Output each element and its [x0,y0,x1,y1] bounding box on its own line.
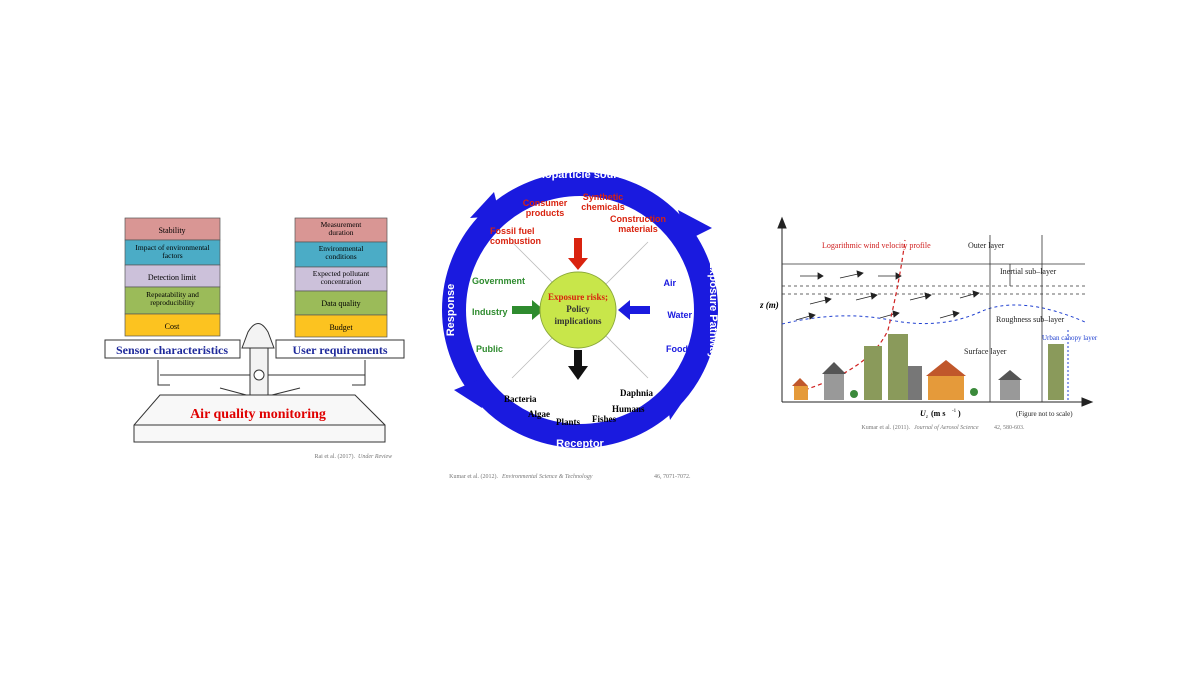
inertial-sublayer-label: Inertial sub–layer [1000,267,1057,276]
source-synthetic: Synthetic chemicals [581,192,625,212]
source-consumer: Consumer products [522,198,568,218]
layer-lines [782,263,1085,295]
boundary-citation: Kumar et al. (2011). Journal of Aerosol … [861,424,1025,431]
svg-text:Kumar et al. (2011).: Kumar et al. (2011). [861,424,910,431]
sensor-characteristics-box [104,339,241,359]
svg-text:U: U [920,409,927,418]
stack-label-concentration: Expected pollutant concentration [312,269,370,286]
receptor-plants: Plants [556,417,581,427]
canopy-layer-label: Urban canopy layer [1042,334,1098,342]
svg-text:Kumar et al. (2012).: Kumar et al. (2012). [449,473,498,480]
ring-label-left: Response [445,284,457,337]
stack-label-env: Impact of environmental factors [135,243,210,260]
svg-text:Exposure risks;: Exposure risks; [548,292,608,302]
center-text: Exposure risks; Policy implications [548,292,608,326]
ring-arrow-bottom-left [454,380,482,408]
arrow-right-green [532,300,544,320]
cycle-svg: Nanoparticle sources Receptor Exposure P… [442,169,719,480]
pathway-air: Air [663,278,676,288]
ring-label-bottom: Receptor [556,438,604,450]
urban-boundary-layer-diagram: z (m) [759,140,1115,535]
svg-text:46, 7071-7072.: 46, 7071-7072. [654,474,691,480]
nanoparticle-cycle-diagram: Nanoparticle sources Receptor Exposure P… [430,140,750,490]
source-fossil: Fossil fuel combustion [490,226,541,246]
svg-text:): ) [958,409,961,418]
svg-text:Environmental Science & Techno: Environmental Science & Technology [501,474,593,480]
axes [777,216,1094,407]
user-requirements-title: User requirements [293,343,388,357]
ring-label-right: Exposure Pathway [707,261,719,360]
response-government: Government [472,276,525,286]
right-stack: Measurement duration Environmental condi… [294,217,388,338]
balance-svg: Stability Impact of environmental factor… [104,217,405,460]
air-quality-balance-diagram: Stability Impact of environmental factor… [100,200,410,500]
receptor-algae: Algae [528,409,550,419]
x-axis-label: U z (m s -1 ) [920,409,961,420]
stack-label-budget: Budget [329,323,353,332]
air-quality-monitoring-title: Air quality monitoring [190,407,326,422]
source-construction: Construction materials [610,214,666,234]
not-to-scale-note: (Figure not to scale) [1016,410,1073,418]
svg-text:z: z [925,415,928,420]
stack-box-quality [294,290,388,316]
stack-label-cost: Cost [165,322,180,331]
pathway-food: Food [666,344,688,354]
user-requirements-box [275,339,405,359]
ring-arrow-bottom-right [666,388,692,420]
left-stack: Stability Impact of environmental factor… [124,217,221,337]
stack-label-quality: Data quality [321,299,360,308]
stack-box-env [124,239,221,266]
sensor-characteristics-title: Sensor characteristics [116,343,228,357]
arrow-down-black [568,366,588,380]
y-axis-label: z (m) [760,300,779,310]
stack-label-duration: Measurement duration [320,220,362,237]
wind-arrows [795,270,980,321]
receptor-humans: Humans [612,404,645,414]
svg-text:Rai et al. (2017).: Rai et al. (2017). [315,453,356,460]
response-public: Public [476,344,503,354]
log-profile-label: Logarithmic wind velocity profile [822,241,931,250]
response-industry: Industry [472,307,508,317]
svg-text:42, 580-603.: 42, 580-603. [994,425,1025,431]
boundary-svg: z (m) [759,216,1098,431]
svg-text:-1: -1 [952,409,957,414]
ring-arrow-top-left [470,192,500,218]
canopy-line [781,304,1086,325]
cycle-citation: Kumar et al. (2012). Environmental Scien… [449,473,691,480]
stack-box-repeat [124,286,221,315]
svg-text:Policy: Policy [566,304,590,314]
scale-structure [133,323,386,443]
center-circle [539,271,617,349]
ring-label-top: Nanoparticle sources [524,169,636,181]
stack-label-detection: Detection limit [148,273,197,282]
arrow-down-red [568,258,588,270]
receptor-daphnia: Daphnia [620,388,654,398]
log-profile-curve [797,239,906,393]
surface-layer-label: Surface layer [964,347,1007,356]
receptors-group: Bacteria Algae Plants Fishes Humans Daph… [504,388,654,427]
stack-box-budget [294,314,388,338]
stack-label-repeat: Repeatability and reproducibility [146,290,199,307]
stack-box-cost [124,313,221,337]
outer-layer-label: Outer layer [968,241,1005,250]
stack-label-conditions: Environmental conditions [318,244,364,261]
svg-text:Under Review: Under Review [358,454,392,460]
receptor-bacteria: Bacteria [504,394,537,404]
arrow-left-blue [618,300,630,320]
cycle-ring [442,172,718,448]
receptor-fishes: Fishes [592,414,617,424]
pathway-water: Water [667,310,692,320]
roughness-sublayer-label: Roughness sub–layer [996,315,1065,324]
center-arrows [512,238,650,380]
city-buildings [792,334,1064,400]
svg-text:Journal of Aerosol Science: Journal of Aerosol Science [914,424,979,431]
svg-text:(m s: (m s [931,409,945,418]
balance-citation: Rai et al. (2017). Under Review [315,453,393,460]
svg-text:implications: implications [554,316,602,326]
sources-group: Consumer products Synthetic chemicals Fo… [490,192,666,246]
ring-arrow-top-right [678,210,712,240]
stack-label-stability: Stability [158,226,185,235]
layer-indicators [989,235,1043,402]
